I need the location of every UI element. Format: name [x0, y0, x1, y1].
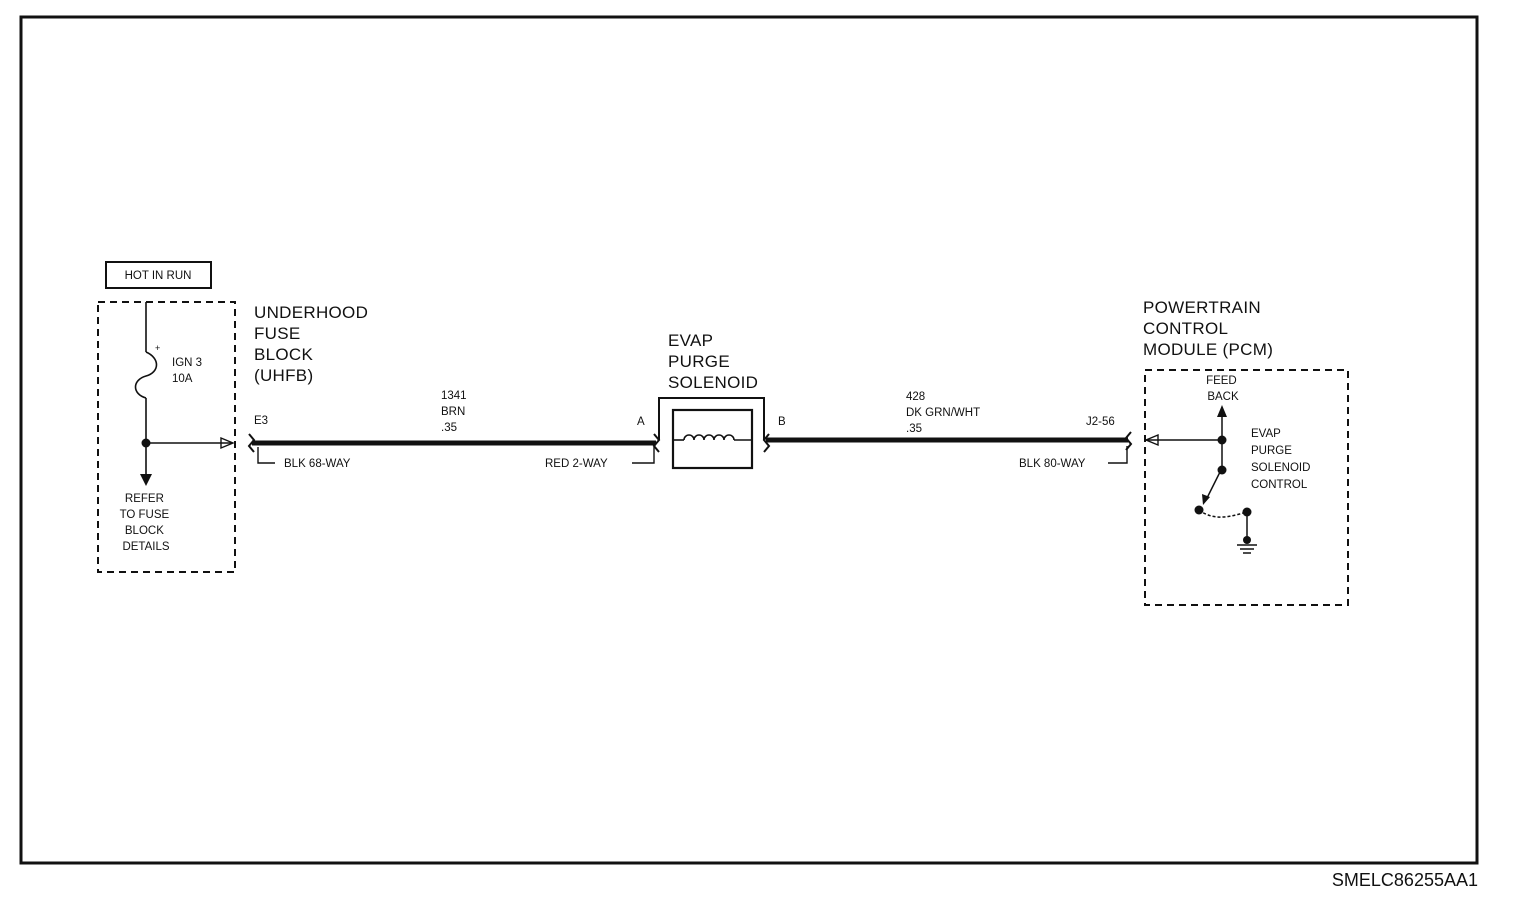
- connector-bracket-red-2: [632, 447, 655, 464]
- refer-to-fuse-block-note: REFER TO FUSE BLOCK DETAILS: [120, 493, 173, 553]
- terminal-a: A: [637, 416, 645, 428]
- solenoid-title: EVAP PURGE SOLENOID: [668, 331, 758, 392]
- figure-id: SMELC86255AA1: [1332, 870, 1478, 890]
- e3-arrow-icon: [220, 436, 235, 450]
- evap-purge-control-label: EVAP PURGE SOLENOID CONTROL: [1251, 428, 1314, 491]
- connector-b: [762, 433, 771, 453]
- diagram-frame: [19, 15, 1479, 865]
- wire-1341-label: 1341 BRN .35: [441, 390, 470, 434]
- fuse-icon: [134, 302, 232, 478]
- feedback-label: FEED BACK: [1206, 375, 1240, 403]
- pcm-internal-circuit: [1146, 415, 1257, 554]
- pcm-splice-dot: [1217, 435, 1227, 445]
- pcm-title: POWERTRAIN CONTROL MODULE (PCM): [1143, 298, 1273, 359]
- wire-428-label: 428 DK GRN/WHT .35: [906, 391, 983, 435]
- refer-arrow-icon: [140, 474, 152, 486]
- fuse-rating: IGN 3 10A: [172, 357, 205, 385]
- feedback-arrow-icon: [1217, 405, 1227, 417]
- solenoid-housing: [658, 397, 765, 440]
- terminal-e3: E3: [254, 415, 268, 427]
- connector-e3: [247, 433, 256, 453]
- fuse-block-title: UNDERHOOD FUSE BLOCK (UHFB): [254, 303, 373, 385]
- pcm-box: [1144, 369, 1349, 606]
- switch-contact-dot: [1194, 505, 1204, 515]
- fuse-plus-sign: +: [155, 343, 160, 353]
- fuse-splice-dot: [141, 438, 151, 448]
- ground-node-dot: [1243, 536, 1251, 544]
- switch-pivot-dot: [1217, 465, 1227, 475]
- solenoid-coil-icon: [673, 434, 752, 441]
- connector-j2-56: [1124, 431, 1133, 451]
- connector-blk-68-way: BLK 68-WAY: [284, 458, 351, 470]
- fuse-block-box: [97, 301, 236, 573]
- ground-contact-dot: [1242, 507, 1252, 517]
- terminal-b: B: [778, 416, 786, 428]
- connector-a: [652, 433, 661, 453]
- hot-in-run-label: HOT IN RUN: [125, 270, 192, 282]
- pcm-input-arrow-icon: [1144, 433, 1159, 447]
- terminal-j2-56: J2-56: [1086, 416, 1115, 428]
- connector-bracket-blk-68: [257, 447, 275, 464]
- switch-arrow-icon: [1202, 494, 1210, 505]
- solenoid-body: [671, 408, 754, 470]
- connector-bracket-blk-80: [1108, 446, 1128, 464]
- hot-in-run-box: [105, 261, 212, 289]
- connector-red-2-way: RED 2-WAY: [545, 458, 608, 470]
- connector-blk-80-way: BLK 80-WAY: [1019, 458, 1086, 470]
